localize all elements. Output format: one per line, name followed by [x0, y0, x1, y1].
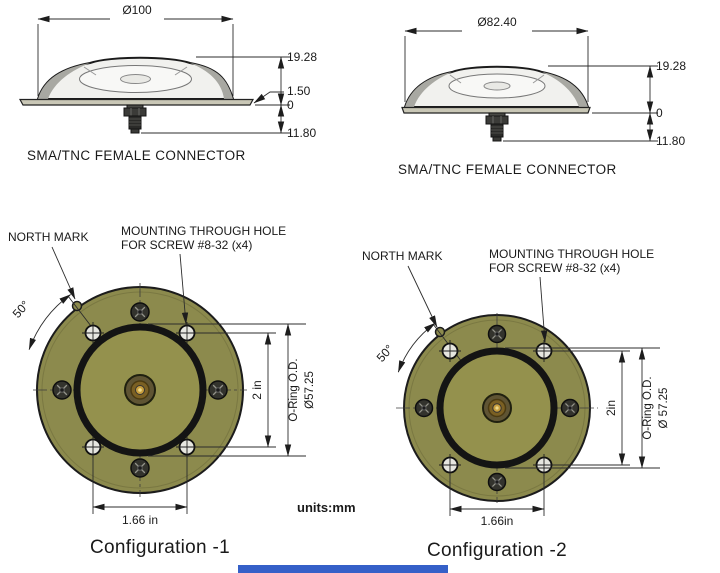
screw-head — [130, 302, 150, 322]
connector-pin-tip — [138, 388, 142, 392]
screw-head — [52, 380, 72, 400]
connector-tip — [492, 136, 502, 142]
radome-facet-line — [449, 74, 462, 84]
configuration-2-view: NORTH MARK MOUNTING THROUGH HOLE FOR SCR… — [362, 247, 670, 561]
nut-facet — [130, 108, 140, 116]
screw-head — [560, 398, 580, 418]
screw-heads — [414, 324, 580, 492]
connector-nut — [123, 107, 147, 117]
north-mark-label: NORTH MARK — [8, 230, 88, 244]
mounting-hole — [82, 436, 104, 458]
screw-head — [208, 380, 228, 400]
radome-facet-line — [532, 74, 545, 84]
leader-line — [407, 265, 438, 328]
diameter-dimension-label: Ø100 — [122, 3, 152, 17]
oring-diameter-label: Ø57.25 — [304, 371, 316, 409]
connector-depth-label: 11.80 — [656, 134, 685, 148]
radome-facet-line — [83, 66, 97, 76]
side-view-2: Ø82.40 19.28 0 11.80 SMA/TNC FEMALE CONN… — [398, 15, 686, 177]
radome-center-cap — [483, 81, 511, 91]
mounting-hole — [176, 436, 198, 458]
base-plate — [401, 106, 591, 114]
vertical-pitch-label: 2 in — [250, 380, 264, 399]
config-2-title: Configuration -2 — [427, 540, 567, 561]
nut-facet — [492, 116, 502, 124]
sma-connector — [485, 112, 509, 142]
mounting-hole — [439, 340, 461, 362]
radome-shading — [38, 63, 90, 99]
plate-thickness-label: 1.50 — [287, 84, 311, 98]
leader-line — [253, 91, 284, 104]
horizontal-pitch-label: 1.66in — [481, 514, 514, 528]
screw-head — [414, 398, 434, 418]
radome-shading — [542, 72, 588, 107]
connector-barrel — [128, 115, 142, 130]
leader-line — [539, 276, 548, 343]
radome-facet-line — [174, 66, 188, 76]
mounting-hole-label-line1: MOUNTING THROUGH HOLE — [489, 247, 654, 261]
mounting-hole — [82, 322, 104, 344]
thread-lines — [129, 118, 141, 126]
mounting-hole — [439, 454, 461, 476]
angle-dimension-arc — [28, 294, 72, 351]
vertical-pitch-label: 2in — [604, 400, 618, 416]
zero-datum-label: 0 — [287, 98, 294, 112]
screw-head — [487, 324, 507, 344]
height-dimension-label: 19.28 — [656, 59, 686, 73]
diameter-dimension-label: Ø82.40 — [477, 15, 517, 29]
leader-line — [179, 253, 189, 325]
side-view-1: Ø100 19.28 1.50 0 — [18, 3, 317, 163]
oring-diameter-label: Ø 57.25 — [658, 388, 670, 429]
configuration-1-view: NORTH MARK MOUNTING THROUGH HOLE FOR SCR… — [8, 224, 316, 558]
mounting-holes — [82, 322, 198, 458]
connector-caption: SMA/TNC FEMALE CONNECTOR — [27, 148, 246, 163]
config-1-title: Configuration -1 — [90, 537, 230, 558]
radome-shading — [190, 63, 233, 99]
horizontal-pitch-label: 1.66 in — [122, 513, 158, 527]
screw-head — [130, 458, 150, 478]
oring-od-label: O-Ring O.D. — [288, 358, 300, 421]
mounting-holes — [439, 340, 555, 476]
north-mark — [71, 300, 83, 312]
angle-dimension-label: 50° — [10, 298, 33, 321]
center-connector — [482, 393, 512, 423]
connector-tip — [130, 128, 140, 134]
angle-dimension-label: 50° — [374, 342, 397, 365]
units-label: units:mm — [297, 500, 356, 515]
mounting-hole-label-line2: FOR SCREW #8-32 (x4) — [121, 238, 252, 252]
screw-head — [487, 472, 507, 492]
oring-od-label: O-Ring O.D. — [642, 376, 654, 439]
mounting-hole — [176, 322, 198, 344]
blue-artifact-bar — [238, 565, 448, 573]
screw-heads — [52, 302, 228, 478]
mounting-hole-label-line1: MOUNTING THROUGH HOLE — [121, 224, 286, 238]
north-mark-label: NORTH MARK — [362, 249, 442, 263]
thread-lines — [491, 126, 503, 134]
connector-nut — [485, 115, 509, 125]
radome-shading — [405, 72, 452, 107]
connector-depth-label: 11.80 — [287, 126, 316, 140]
mounting-hole-label-line2: FOR SCREW #8-32 (x4) — [489, 261, 620, 275]
mounting-hole — [533, 340, 555, 362]
angle-dimension-arc — [397, 322, 436, 373]
radome-center-cap — [120, 74, 151, 84]
height-dimension-label: 19.28 — [287, 50, 317, 64]
connector-caption: SMA/TNC FEMALE CONNECTOR — [398, 162, 617, 177]
leader-line — [51, 246, 76, 300]
connector-pin-tip — [495, 406, 499, 410]
base-plate — [18, 98, 255, 106]
sma-connector — [123, 104, 147, 134]
connector-barrel — [490, 123, 504, 138]
zero-datum-label: 0 — [656, 106, 663, 120]
mounting-hole — [533, 454, 555, 476]
center-connector — [124, 374, 156, 406]
